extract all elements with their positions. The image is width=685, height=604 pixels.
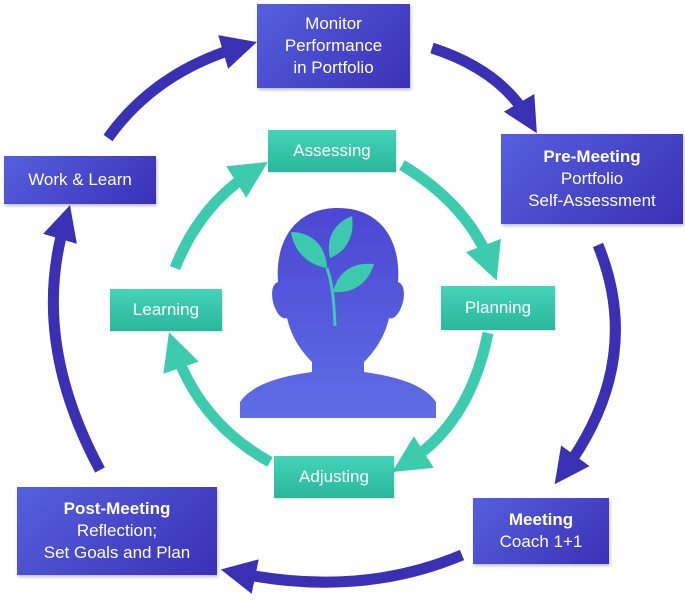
learning-label: Learning	[132, 300, 200, 319]
outer-arrow-premeeting-to-meeting	[554, 242, 621, 485]
monitor-performance-box: Monitor Performance in Portfolio	[257, 4, 410, 88]
head-silhouette	[240, 208, 436, 418]
monitor-line-3: in Portfolio	[293, 58, 374, 77]
inner-arrow-assessing-to-planning	[399, 160, 501, 281]
outer-arrow-monitor-to-premeeting	[430, 42, 537, 134]
post-meeting-title: Post-Meeting	[63, 499, 171, 518]
outer-arrow-postmeeting-to-worklearn	[43, 205, 105, 473]
sprout-icon	[291, 216, 374, 327]
pre-meeting-title: Pre-Meeting	[543, 147, 641, 166]
monitor-line-1: Monitor	[305, 14, 362, 33]
inner-arrow-adjusting-to-learning	[163, 332, 273, 467]
pre-meeting-line-3: Self-Assessment	[528, 191, 656, 210]
monitor-line-2: Performance	[284, 36, 383, 55]
planning-box: Planning	[441, 286, 555, 330]
learning-box: Learning	[110, 289, 222, 331]
outer-arrow-worklearn-to-monitor	[103, 35, 257, 142]
adjusting-box: Adjusting	[274, 456, 394, 498]
meeting-box: Meeting Coach 1+1	[473, 498, 609, 564]
inner-arrow-learning-to-assessing	[169, 161, 268, 271]
assessing-box: Assessing	[268, 130, 396, 172]
work-and-learn-label: Work & Learn	[28, 170, 132, 189]
post-meeting-line-3: Set Goals and Plan	[43, 543, 191, 562]
post-meeting-box: Post-Meeting Reflection; Set Goals and P…	[17, 487, 217, 575]
post-meeting-line-2: Reflection;	[76, 521, 158, 540]
pre-meeting-line-2: Portfolio	[560, 169, 624, 188]
planning-label: Planning	[464, 298, 532, 317]
outer-arrow-meeting-to-postmeeting	[220, 549, 465, 594]
meeting-line-2: Coach 1+1	[499, 532, 583, 551]
meeting-title: Meeting	[508, 510, 574, 529]
pre-meeting-box: Pre-Meeting Portfolio Self-Assessment	[501, 134, 683, 224]
inner-arrow-planning-to-adjusting	[392, 331, 494, 472]
adjusting-label: Adjusting	[299, 467, 369, 486]
work-and-learn-box: Work & Learn	[4, 156, 156, 204]
head-with-sprout-icon	[240, 208, 436, 418]
assessing-label: Assessing	[293, 141, 371, 160]
